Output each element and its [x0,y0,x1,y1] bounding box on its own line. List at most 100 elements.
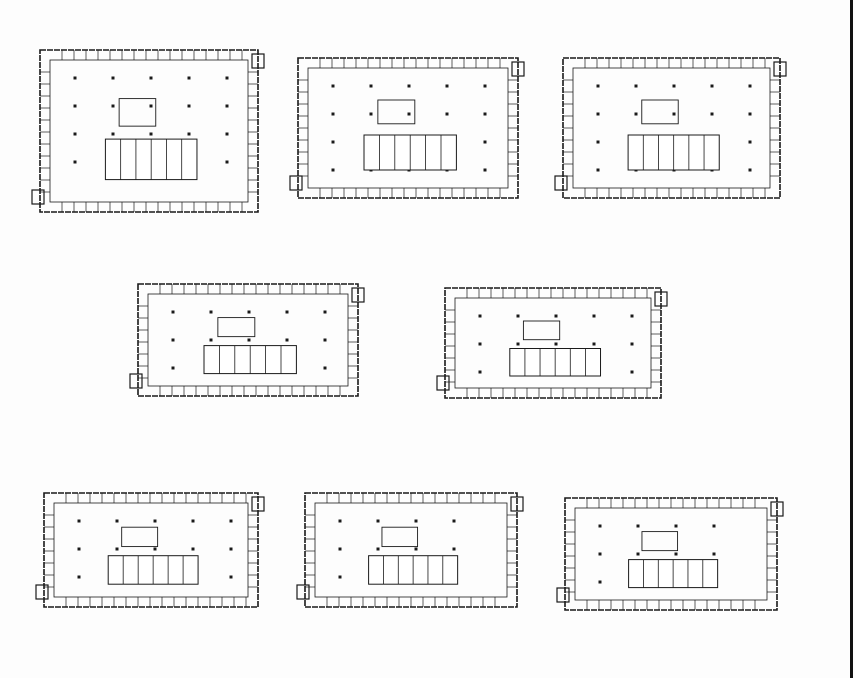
column [516,342,520,346]
stair-tower [770,501,784,517]
column [115,519,119,523]
column [596,84,600,88]
column [187,76,191,80]
column [77,575,81,579]
meeting-room [217,317,256,338]
column [338,547,342,551]
column [209,338,213,342]
column [748,168,752,172]
stair-tower [129,373,143,389]
meeting-room [118,98,157,127]
meeting-room [377,99,416,125]
floor-plan-6 [35,492,265,608]
column [77,519,81,523]
stair-tower [251,496,265,512]
column [247,338,251,342]
column [229,519,233,523]
column [73,132,77,136]
floor-plan-5 [436,287,668,399]
column [331,140,335,144]
stair-tower [554,175,568,191]
column [414,547,418,551]
column [478,314,482,318]
exterior-wall [564,497,778,611]
column [596,168,600,172]
column [407,112,411,116]
stair-tower [511,61,525,77]
column [554,342,558,346]
corridor-wall [49,59,249,203]
column [452,547,456,551]
exterior-wall [137,283,359,397]
column [554,314,558,318]
exterior-wall [43,492,259,608]
column [369,112,373,116]
floor-plan-4 [129,283,365,397]
column [115,547,119,551]
column [73,160,77,164]
column [712,552,716,556]
column [225,160,229,164]
column [153,519,157,523]
column [630,342,634,346]
floor-plan-3 [554,57,787,199]
floor-plan-1 [31,49,265,213]
column [452,519,456,523]
column [369,84,373,88]
stair-tower [35,584,49,600]
column [331,168,335,172]
meeting-room [522,320,561,341]
column [153,547,157,551]
column [376,519,380,523]
column [674,524,678,528]
meeting-room [641,531,679,552]
column [634,112,638,116]
stair-tower [296,584,310,600]
column [225,104,229,108]
column [483,112,487,116]
floor-plan-8 [556,497,784,611]
column [225,132,229,136]
column [111,76,115,80]
column [229,575,233,579]
column [191,547,195,551]
column [285,310,289,314]
column [748,140,752,144]
column [149,104,153,108]
stair-tower [436,375,450,391]
column [445,84,449,88]
column [478,342,482,346]
sheet-border-line [850,0,853,678]
column [630,370,634,374]
meeting-room [381,526,419,548]
column [73,76,77,80]
column [285,338,289,342]
column [171,310,175,314]
floor-plan-2 [289,57,525,199]
column [596,112,600,116]
column [636,552,640,556]
column [445,112,449,116]
column [414,519,418,523]
column [187,132,191,136]
stair-tower [351,287,365,303]
corridor-wall [454,297,652,389]
column [748,112,752,116]
column [598,552,602,556]
exterior-wall [304,492,518,608]
column [77,547,81,551]
column [483,140,487,144]
column [209,310,213,314]
column [478,370,482,374]
column [710,112,714,116]
column [407,84,411,88]
stair-tower [773,61,787,77]
column [338,575,342,579]
column [598,580,602,584]
column [171,338,175,342]
column [598,524,602,528]
column [630,314,634,318]
column [187,104,191,108]
column [323,338,327,342]
